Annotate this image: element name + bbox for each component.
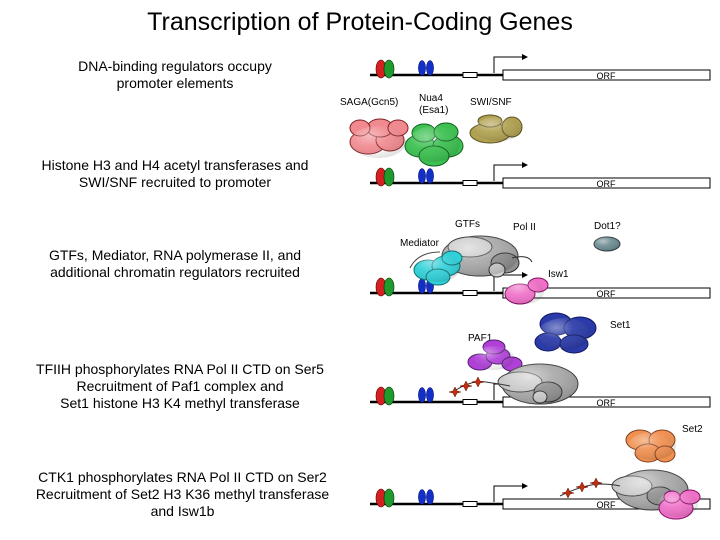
- tss-arrowhead: [522, 54, 528, 60]
- gene-row-3: ORF: [370, 272, 711, 299]
- regulator-blue: [418, 387, 426, 403]
- tss-arrowhead: [522, 162, 528, 168]
- set1-label: Set1: [610, 320, 631, 331]
- regulator-blue: [426, 60, 434, 76]
- orf-box: [502, 498, 711, 510]
- step-5-line-3: and Isw1b: [150, 503, 215, 519]
- ctd-phospho-ser2: [559, 477, 621, 499]
- tata-box: [462, 501, 478, 507]
- isw1-label: Isw1: [548, 269, 569, 280]
- gene-row-2: ORF: [370, 162, 711, 189]
- gene-row-5: ORF: [370, 483, 711, 510]
- step-4-text: TFIIH phosphorylates RNA Pol II CTD on S…: [5, 361, 355, 412]
- tata-box: [462, 290, 478, 296]
- orf-label: ORF: [597, 289, 617, 299]
- regulator-blue: [418, 278, 426, 294]
- gtfs-label: GTFs: [455, 219, 480, 230]
- saga-complex: [349, 118, 409, 158]
- mediator-label: Mediator: [400, 238, 439, 249]
- regulator-green: [383, 59, 395, 79]
- orf-label: ORF: [597, 71, 617, 81]
- step-3-text: GTFs, Mediator, RNA polymerase II, and a…: [20, 247, 330, 281]
- nua4-label-line-2: (Esa1): [419, 105, 449, 116]
- tss-arrow: [493, 164, 522, 181]
- step-4-line-2: Recruitment of Paf1 complex and: [76, 378, 284, 394]
- pol2-label: Pol II: [513, 222, 536, 233]
- set2-complex: [625, 429, 676, 463]
- orf-label: ORF: [597, 500, 617, 510]
- step-2-line-2: SWI/SNF recruited to promoter: [78, 174, 272, 190]
- regulator-green: [383, 277, 395, 297]
- regulator-green: [383, 488, 395, 508]
- step-3-line-1: GTFs, Mediator, RNA polymerase II, and: [48, 247, 302, 263]
- step-5-line-2: Recruitment of Set2 H3 K36 methyl transf…: [35, 486, 330, 502]
- swisnf-complex: [469, 114, 523, 144]
- regulator-blue: [418, 489, 426, 505]
- set2-label: Set2: [682, 424, 703, 435]
- paf1-complex: [467, 339, 523, 372]
- regulator-blue: [418, 168, 426, 184]
- tss-arrow: [493, 485, 522, 502]
- paf1-label: PAF1: [468, 333, 493, 344]
- tss-arrowhead: [522, 483, 528, 489]
- gene-row-4: ORF: [370, 381, 711, 408]
- tata-box: [462, 72, 478, 78]
- step-1-line-1: DNA-binding regulators occupy: [78, 58, 272, 74]
- nua4-complex: [404, 122, 464, 167]
- step-5-line-1: CTK1 phosphorylates RNA Pol II CTD on Se…: [38, 469, 327, 485]
- step-3-line-2: additional chromatin regulators recruite…: [50, 264, 300, 280]
- orf-label: ORF: [597, 179, 617, 189]
- dot1-label: Dot1?: [594, 221, 621, 232]
- nua4-label: Nua4 (Esa1): [419, 93, 448, 117]
- regulator-blue: [426, 489, 434, 505]
- mediator-complex: [409, 250, 463, 286]
- gene-row-1: ORF: [370, 54, 711, 81]
- pol2-elongating-1: [497, 363, 579, 405]
- regulator-blue: [426, 168, 434, 184]
- regulator-blue: [418, 60, 426, 76]
- isw1-complex: [504, 277, 549, 305]
- orf-box: [502, 177, 711, 189]
- dot1-protein: [593, 236, 621, 252]
- regulator-green: [383, 167, 395, 187]
- set1-complex: [534, 312, 597, 354]
- step-5-text: CTK1 phosphorylates RNA Pol II CTD on Se…: [5, 469, 360, 520]
- tss-arrowhead: [522, 272, 528, 278]
- orf-box: [502, 69, 711, 81]
- tss-arrow: [493, 56, 522, 73]
- slide-title: Transcription of Protein-Coding Genes: [147, 8, 573, 36]
- orf-box: [502, 396, 711, 408]
- gene-rows: ORF ORF ORF ORF ORF: [370, 54, 711, 510]
- step-1-line-2: promoter elements: [116, 75, 234, 91]
- swisnf-label: SWI/SNF: [470, 97, 512, 108]
- orf-box: [502, 287, 711, 299]
- step-2-line-1: Histone H3 and H4 acetyl transferases an…: [41, 157, 309, 173]
- regulator-green: [383, 386, 395, 406]
- tata-box: [462, 399, 478, 405]
- step-1-text: DNA-binding regulators occupy promoter e…: [40, 58, 310, 92]
- saga-label: SAGA(Gcn5): [340, 97, 399, 108]
- gtfs-pol2-complex: [441, 235, 533, 278]
- step-4-line-3: Set1 histone H3 K4 methyl transferase: [60, 395, 300, 411]
- step-2-text: Histone H3 and H4 acetyl transferases an…: [10, 157, 340, 191]
- nua4-label-line-1: Nua4: [419, 93, 443, 104]
- tata-box: [462, 180, 478, 186]
- regulator-blue: [426, 387, 434, 403]
- ctd-phospho-ser5: [448, 376, 511, 398]
- isw1b-complex: [658, 489, 701, 520]
- orf-label: ORF: [597, 398, 617, 408]
- step-4-line-1: TFIIH phosphorylates RNA Pol II CTD on S…: [36, 361, 324, 377]
